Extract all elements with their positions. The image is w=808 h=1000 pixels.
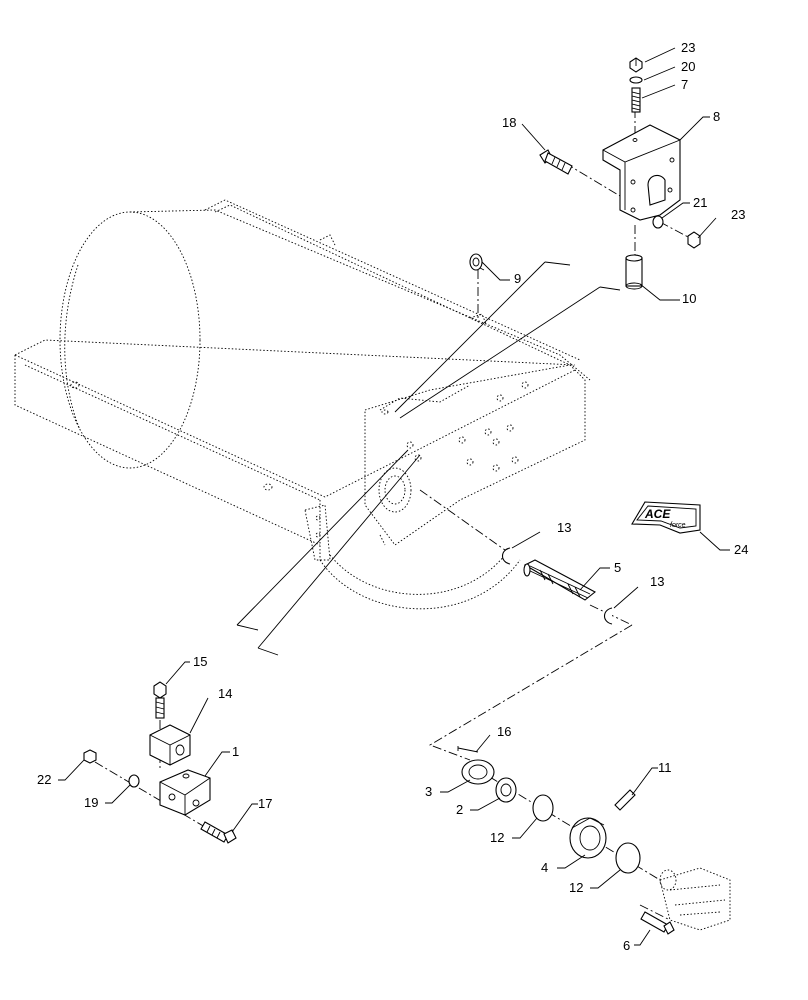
part-8-bracket[interactable]: [602, 124, 681, 221]
callout-1: 1: [232, 744, 239, 759]
callout-2: 2: [456, 802, 463, 817]
part-23-nut-side[interactable]: [687, 231, 701, 249]
callout-4: 4: [541, 860, 548, 875]
part-17-bolt[interactable]: [200, 821, 237, 844]
callout-14: 14: [218, 686, 232, 701]
callout-20: 20: [681, 59, 695, 74]
part-5-splined-shaft[interactable]: [523, 559, 596, 601]
callout-21: 21: [693, 195, 707, 210]
callout-19: 19: [84, 795, 98, 810]
part-2-coupling[interactable]: [495, 777, 517, 803]
callout-17: 17: [258, 796, 272, 811]
part-10-sleeve[interactable]: [625, 254, 643, 290]
part-22-nut[interactable]: [83, 749, 97, 764]
part-6-bolt[interactable]: [640, 911, 675, 935]
part-14-clamp-block[interactable]: [149, 724, 191, 766]
part-13-circlip-b[interactable]: [603, 607, 613, 625]
part-11-fitting[interactable]: [614, 789, 636, 811]
drum-roller-assembly: [14, 199, 591, 610]
callout-7: 7: [681, 77, 688, 92]
callout-9: 9: [514, 271, 521, 286]
callout-8: 8: [713, 109, 720, 124]
part-12-oring-a[interactable]: [532, 794, 554, 822]
ace-logo-text: ACE: [644, 507, 671, 521]
detail-leader-lines: [236, 261, 621, 656]
callout-10: 10: [682, 291, 696, 306]
part-20-washer[interactable]: [629, 76, 643, 84]
part-23-nut-top[interactable]: [629, 57, 643, 73]
part-15-bolt[interactable]: [153, 681, 167, 719]
callout-13-b: 13: [650, 574, 664, 589]
part-1-bracket[interactable]: [159, 769, 211, 816]
callout-23-top: 23: [681, 40, 695, 55]
part-19-washer[interactable]: [128, 774, 140, 788]
callout-18: 18: [502, 115, 516, 130]
callout-16: 16: [497, 724, 511, 739]
part-4-flange[interactable]: [569, 817, 607, 859]
callout-22: 22: [37, 772, 51, 787]
part-7-stud[interactable]: [631, 87, 641, 113]
callout-leaders: [58, 47, 730, 946]
callout-11: 11: [658, 760, 672, 775]
part-3-ring[interactable]: [461, 759, 495, 785]
callout-labels: 23 20 7 8 18 21 23 10 9 13 24 5 13 15 14…: [37, 40, 748, 953]
force-logo-text: force: [670, 522, 686, 529]
part-12-oring-b[interactable]: [615, 842, 641, 874]
callout-12-a: 12: [490, 830, 504, 845]
part-16-pin[interactable]: [457, 746, 479, 753]
callout-23-side: 23: [731, 207, 745, 222]
part-18-bolt[interactable]: [539, 149, 573, 175]
callout-24: 24: [734, 542, 748, 557]
callout-12-b: 12: [569, 880, 583, 895]
part-13-circlip-a[interactable]: [501, 547, 511, 565]
callout-13-a: 13: [557, 520, 571, 535]
callout-15: 15: [193, 654, 207, 669]
callout-5: 5: [614, 560, 621, 575]
hydraulic-motor: [659, 867, 731, 931]
part-9-eye-bolt[interactable]: [469, 253, 485, 271]
part-24-ace-force-decal[interactable]: ACE force: [631, 501, 701, 534]
callout-6: 6: [623, 938, 630, 953]
callout-3: 3: [425, 784, 432, 799]
part-21-washer[interactable]: [652, 215, 664, 229]
